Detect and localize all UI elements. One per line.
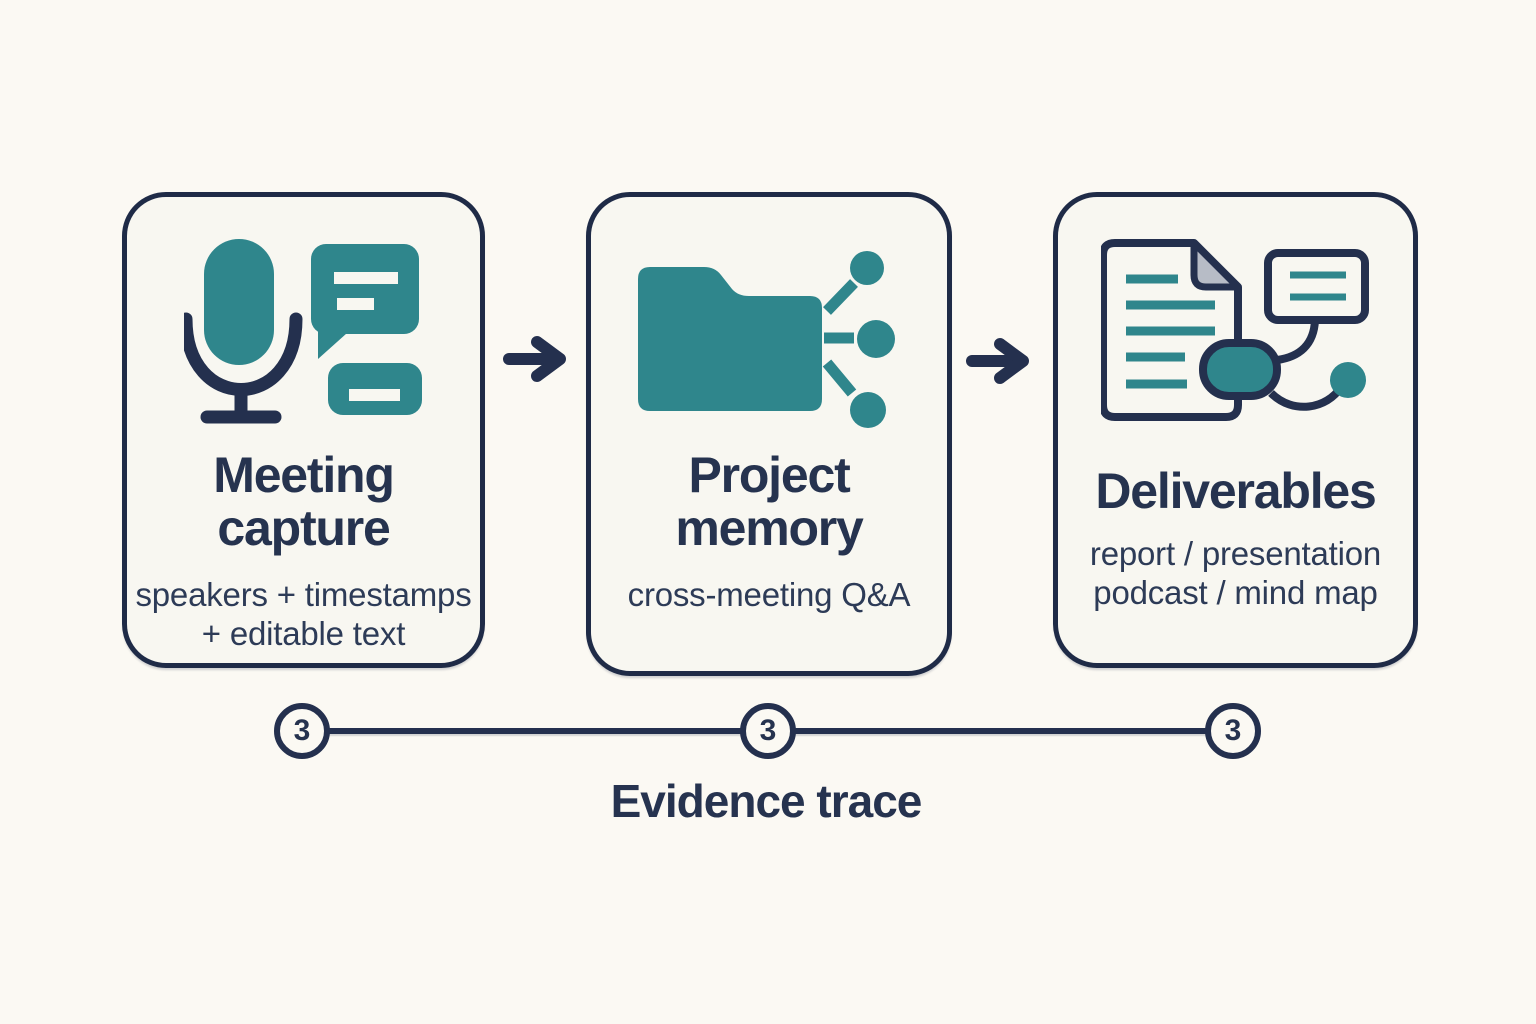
folder-network-icon-svg — [638, 251, 895, 428]
card-subtitle: speakers + timestamps + editable text — [135, 576, 472, 652]
folder-network-icon — [591, 249, 947, 431]
card-title: Project memory — [675, 447, 864, 556]
card-title: Meeting capture — [213, 447, 395, 556]
card-subtitle: report / presentation podcast / mind map — [1089, 535, 1382, 611]
card-deliverables: Deliverables report / presentation podca… — [1053, 192, 1418, 668]
microphone-chat-icon-svg — [183, 239, 422, 424]
card-meeting-capture: Meeting capture speakers + timestamps + … — [122, 192, 485, 668]
arrow-right-icon — [503, 336, 566, 382]
card-project-memory: Project memory cross-meeting Q&A — [586, 192, 952, 676]
microphone-chat-icon — [127, 239, 480, 431]
trace-node: 3 — [1205, 703, 1261, 759]
card-title: Deliverables — [1095, 463, 1376, 519]
trace-node: 3 — [740, 703, 796, 759]
arrow-right-icon — [966, 338, 1029, 384]
trace-label: Evidence trace — [610, 775, 923, 827]
card-subtitle: cross-meeting Q&A — [627, 576, 911, 613]
trace-node: 3 — [274, 703, 330, 759]
document-outputs-icon — [1058, 239, 1413, 425]
document-outputs-icon-svg — [1100, 239, 1369, 421]
